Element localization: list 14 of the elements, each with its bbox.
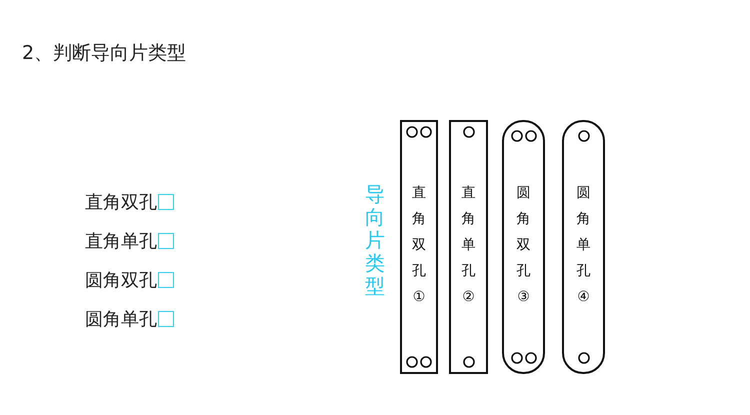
guide-plate: [449, 120, 488, 374]
guide-plate: [400, 120, 438, 374]
vertical-caption: 导向片类型: [365, 183, 385, 298]
plate-label: 圆角双孔③: [516, 184, 531, 307]
option-label: 直角双孔: [85, 191, 157, 214]
plate-label: 直角双孔①: [412, 184, 426, 307]
guide-plate: [502, 120, 545, 374]
title: 2、判断导向片类型: [22, 41, 186, 66]
guide-plate: [562, 120, 605, 374]
option-label: 直角单孔: [85, 230, 157, 253]
option-label: 圆角单孔: [85, 308, 157, 331]
plate-label: 直角单孔②: [461, 184, 476, 307]
plate-label: 圆角单孔④: [576, 184, 591, 307]
option-label: 圆角双孔: [85, 269, 157, 292]
